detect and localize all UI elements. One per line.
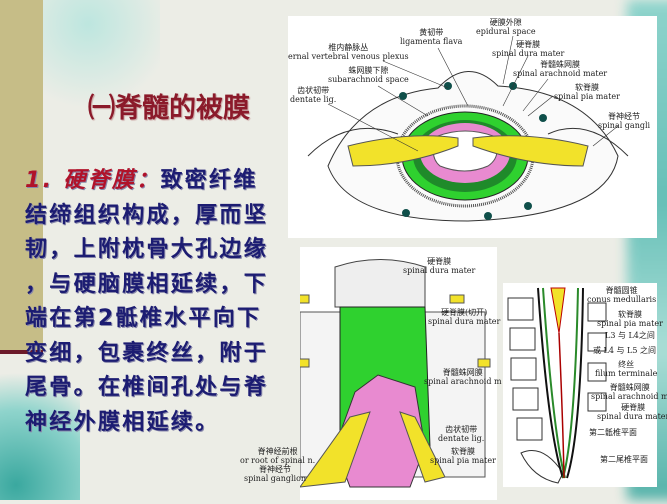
background-decoration <box>40 0 160 120</box>
posterior-view-illustration <box>294 259 491 488</box>
text-line: 神经外膜相延续。 <box>25 409 220 435</box>
cross-section-illustration <box>307 35 629 222</box>
text-line: 韧，上附枕骨大孔边缘 <box>25 237 269 262</box>
slide-title: ㈠脊髓的被膜 <box>88 93 250 124</box>
olive-side-strip <box>0 0 43 350</box>
text-line: 尾骨。在椎间孔处与脊 <box>25 375 269 400</box>
label-l3-l4: L3 与 L4之间 <box>605 331 655 340</box>
label-s2-level: 第二骶椎平面 <box>589 428 637 437</box>
lead-label: 1. 硬脊膜： <box>25 168 161 193</box>
divider <box>0 350 43 354</box>
text-line: ，与硬脑膜相延续，下 <box>25 271 269 297</box>
text-line: 端在第2骶椎水平向下 <box>25 306 262 331</box>
text-line: 变细，包裹终丝，附于 <box>25 340 269 366</box>
body-text: 1. 硬脊膜：致密纤维 结缔组织构成，厚而坚 韧，上附枕骨大孔边缘 ，与硬脑膜相… <box>25 164 293 440</box>
background-decoration <box>0 350 80 500</box>
label-dura-mater-cut: 硬脊膜(切开)spinal dura mater <box>428 308 501 326</box>
label-l4-l5: 或 L4 与 L5 之间 <box>593 346 656 355</box>
text-line: 结缔组织构成，厚而坚 <box>25 202 269 228</box>
label-co2-level: 第二尾椎平面 <box>600 455 648 464</box>
sagittal-view-illustration <box>507 287 607 484</box>
